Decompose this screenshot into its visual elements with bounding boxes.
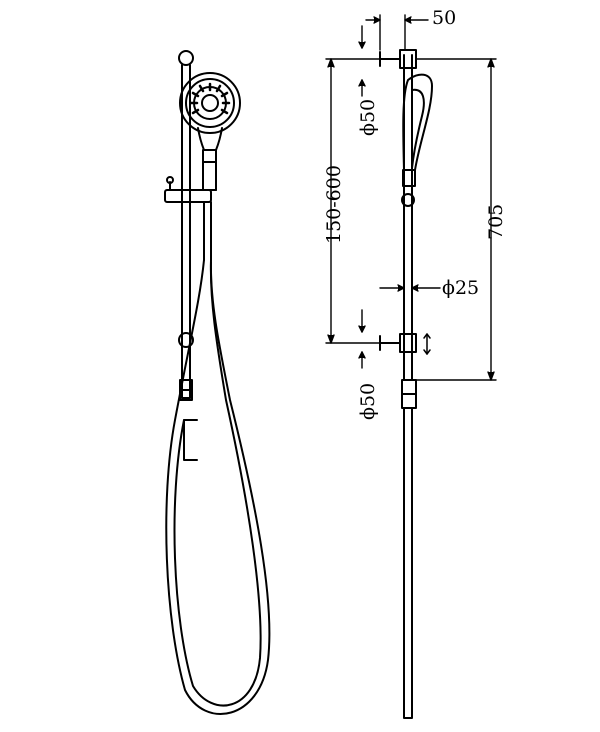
elevation-rail — [403, 54, 413, 381]
dimension-lines — [325, 14, 497, 381]
elevation-slider-ball — [401, 193, 415, 207]
elevation-hand-shower — [402, 73, 433, 187]
elevation-hose — [401, 379, 417, 719]
hand-shower — [179, 72, 241, 191]
dim-rail-height-range: 150-600 — [323, 165, 345, 244]
perspective-view — [164, 50, 271, 715]
dim-rail-offset: 50 — [432, 7, 456, 29]
elevation-bottom-bracket — [379, 333, 417, 353]
elevation-top-bracket — [379, 49, 417, 69]
dim-top-bracket-diameter: ϕ50 — [357, 99, 379, 136]
rail-top-cap — [178, 50, 194, 66]
adjustment-arrow — [423, 333, 431, 355]
dim-bottom-bracket-diameter: ϕ50 — [357, 383, 379, 420]
slider — [164, 176, 212, 203]
dim-total-height: 705 — [485, 204, 507, 240]
dim-rail-diameter: ϕ25 — [442, 277, 479, 299]
shower-hose — [165, 201, 271, 715]
lower-bracket-ball — [178, 332, 194, 348]
elevation-view: 50 ϕ50 150-600 705 ϕ25 ϕ50 — [323, 7, 507, 719]
